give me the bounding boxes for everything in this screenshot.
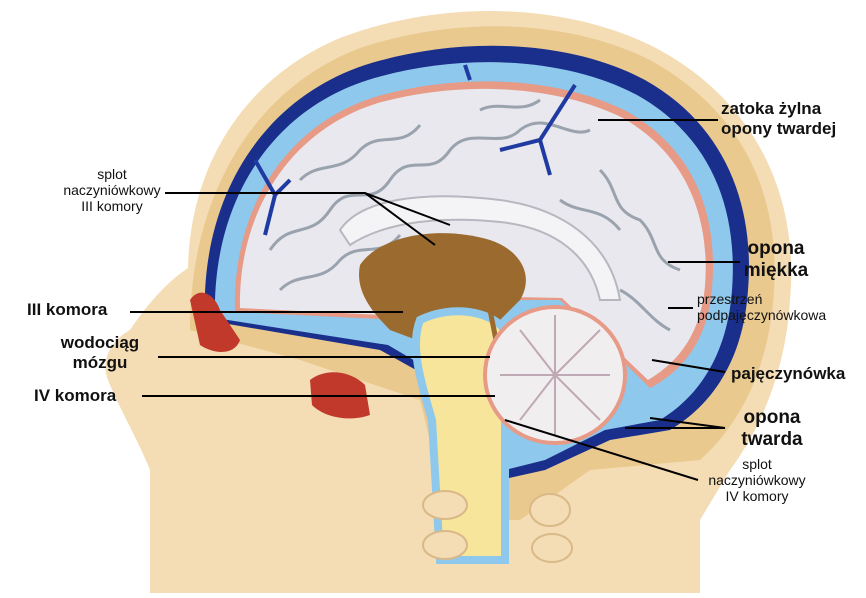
label-splot3: splot naczyniówkowy III komory xyxy=(62,166,162,214)
label-opona-miekka-line2: miękka xyxy=(743,259,809,281)
frontal-sinus xyxy=(190,292,240,352)
label-opona-twarda: opona twarda xyxy=(732,407,812,451)
label-przestrzen: przestrzeń podpajęczynówkowa xyxy=(697,291,826,323)
label-przestrzen-line2: podpajęczynówkowa xyxy=(697,307,827,324)
cerebral-veins xyxy=(253,64,577,236)
label-wodociag: wodociąg mózgu xyxy=(44,333,156,372)
cerebellum-folia xyxy=(500,315,610,435)
label-wodociag-line2: mózgu xyxy=(72,352,128,372)
label-pajeczynowka: pajęczynówka xyxy=(731,364,846,383)
label-opona-twarda-line1: opona xyxy=(743,407,801,428)
label-zatoka-line2: opony twardej xyxy=(721,118,837,138)
label-przestrzen-line1: przestrzeń xyxy=(697,291,763,307)
label-iii-komora: III komora xyxy=(27,300,108,319)
vertebrae xyxy=(422,490,573,563)
label-splot3-line2: naczyniówkowy xyxy=(63,182,161,199)
label-splot4-line3: IV komory xyxy=(725,488,789,505)
label-splot4: splot naczyniówkowy IV komory xyxy=(702,456,812,504)
label-splot3-line1: splot xyxy=(97,166,127,182)
label-splot3-line3: III komory xyxy=(81,198,143,215)
label-zatoka: zatoka żylna opony twardej xyxy=(721,99,836,138)
label-opona-miekka: opona miękka xyxy=(740,238,812,282)
label-splot4-line2: naczyniówkowy xyxy=(708,472,806,489)
label-splot4-line1: splot xyxy=(742,456,772,472)
label-wodociag-line1: wodociąg xyxy=(60,333,140,352)
leader-splot3b xyxy=(364,192,451,226)
label-opona-twarda-line2: twarda xyxy=(741,428,803,450)
label-opona-miekka-line1: opona xyxy=(747,238,805,259)
leader-pajeczynowka xyxy=(651,359,726,373)
leader-splot4 xyxy=(504,419,699,481)
gyri-pattern xyxy=(268,98,681,332)
cerebrum xyxy=(239,88,706,380)
leader-lines xyxy=(130,119,740,481)
label-iv-komora: IV komora xyxy=(34,386,117,405)
label-zatoka-line1: zatoka żylna xyxy=(721,99,822,118)
leader-opona-twarda-1 xyxy=(649,417,726,429)
